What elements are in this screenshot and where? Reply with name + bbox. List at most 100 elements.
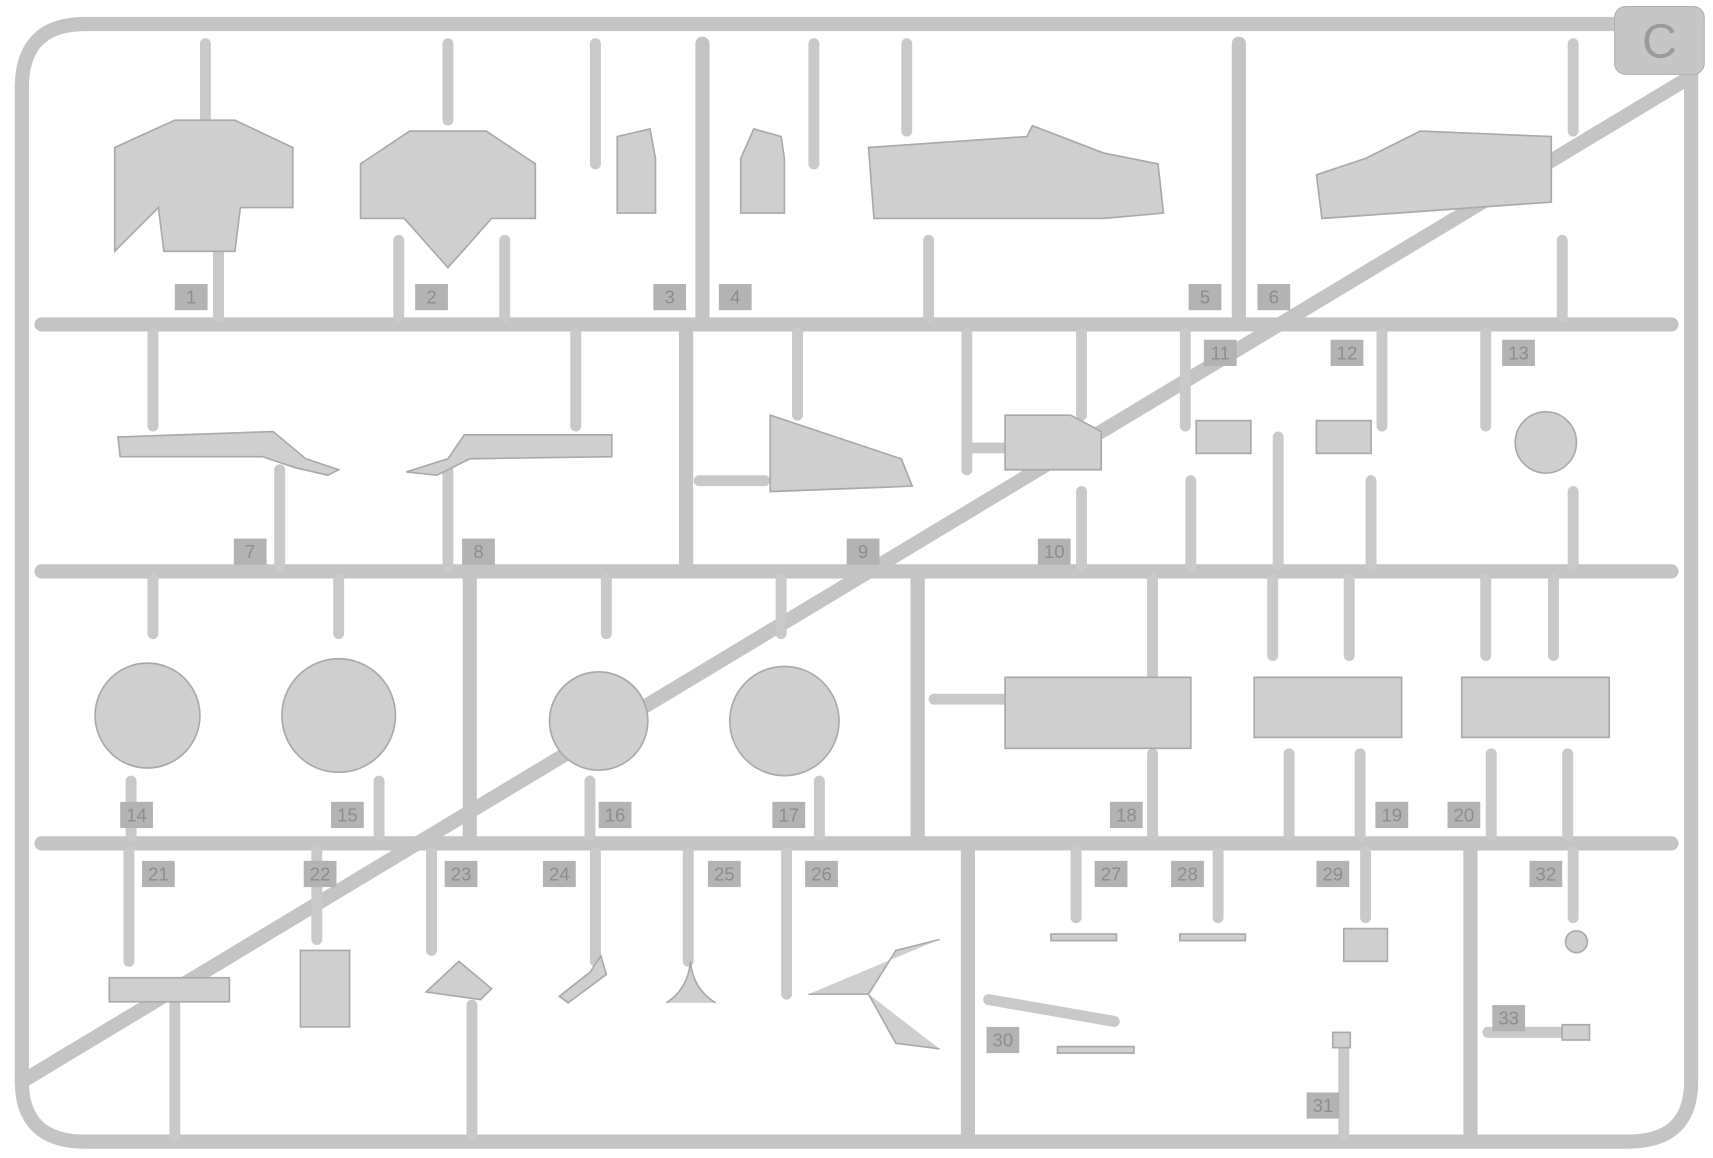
sprue-letter: C bbox=[1642, 15, 1677, 69]
letter-tab: C bbox=[1614, 6, 1705, 75]
filter-13 bbox=[1514, 411, 1578, 474]
sprue-frame bbox=[14, 16, 1699, 1149]
rod-27 bbox=[1050, 933, 1118, 942]
part-number: 27 bbox=[1101, 863, 1122, 884]
fitting-31 bbox=[1331, 1031, 1352, 1049]
part-number: 12 bbox=[1337, 342, 1358, 363]
linkage-26 bbox=[808, 938, 940, 1050]
part-number: 29 bbox=[1322, 863, 1343, 884]
part-number: 33 bbox=[1498, 1008, 1519, 1029]
pump-23 bbox=[424, 960, 493, 1001]
starter-22 bbox=[299, 949, 351, 1028]
part-number: 19 bbox=[1381, 804, 1402, 825]
rod-30 bbox=[1056, 1045, 1135, 1054]
bell-housing-3 bbox=[616, 127, 657, 214]
part-label-11: 11 bbox=[1203, 339, 1237, 366]
part-number: 11 bbox=[1211, 342, 1230, 363]
cover-18 bbox=[1004, 676, 1192, 750]
part-number: 7 bbox=[245, 541, 255, 562]
part-label-12: 12 bbox=[1330, 339, 1364, 366]
part-label-7: 7 bbox=[233, 538, 267, 565]
part-number: 5 bbox=[1200, 287, 1210, 308]
part-label-15: 15 bbox=[331, 801, 364, 829]
part-label-30: 30 bbox=[986, 1026, 1020, 1054]
bracket-12 bbox=[1315, 419, 1372, 455]
part-number: 31 bbox=[1313, 1095, 1334, 1116]
engine-block-6 bbox=[1315, 130, 1553, 220]
part-number: 32 bbox=[1536, 863, 1557, 884]
part-label-3: 3 bbox=[653, 284, 687, 311]
part-number: 23 bbox=[451, 863, 472, 884]
bracket-11 bbox=[1195, 419, 1252, 455]
manifold-8 bbox=[406, 433, 613, 477]
part-label-9: 9 bbox=[846, 538, 880, 565]
part-label-1: 1 bbox=[174, 284, 208, 311]
piston-29 bbox=[1342, 927, 1389, 963]
part-label-13: 13 bbox=[1502, 339, 1535, 366]
engine-plate-2 bbox=[359, 130, 537, 269]
part-number: 28 bbox=[1177, 863, 1198, 884]
part-number: 18 bbox=[1116, 804, 1137, 825]
part-label-10: 10 bbox=[1037, 538, 1071, 565]
engine-block-5 bbox=[867, 124, 1165, 220]
part-label-23: 23 bbox=[444, 860, 478, 888]
blower-16 bbox=[548, 671, 649, 771]
belt-9 bbox=[769, 413, 914, 493]
part-number: 6 bbox=[1269, 287, 1279, 308]
part-label-17: 17 bbox=[772, 801, 806, 829]
part-number: 3 bbox=[665, 287, 675, 308]
manifold-7 bbox=[117, 430, 341, 477]
engine-plate-1 bbox=[113, 119, 294, 254]
bell-housing-4 bbox=[739, 127, 786, 214]
part-label-5: 5 bbox=[1188, 284, 1222, 311]
part-number: 10 bbox=[1044, 541, 1065, 562]
cylinder-bank-19 bbox=[1253, 676, 1403, 739]
part-number: 16 bbox=[605, 804, 626, 825]
part-label-33: 33 bbox=[1492, 1005, 1526, 1032]
tank-10 bbox=[1004, 414, 1103, 471]
blower-14 bbox=[94, 662, 201, 769]
part-label-21: 21 bbox=[142, 860, 175, 888]
part-number: 22 bbox=[310, 863, 331, 884]
part-number: 26 bbox=[811, 863, 832, 884]
part-label-22: 22 bbox=[303, 860, 337, 888]
fork-25 bbox=[665, 961, 717, 1004]
gear-32 bbox=[1564, 929, 1589, 954]
blower-15 bbox=[281, 657, 397, 774]
part-number: 8 bbox=[473, 541, 483, 562]
part-number: 20 bbox=[1454, 804, 1475, 825]
part-number: 2 bbox=[426, 287, 436, 308]
part-number: 17 bbox=[778, 804, 799, 825]
lever-24 bbox=[558, 953, 608, 1004]
part-number: 24 bbox=[549, 863, 570, 884]
part-label-28: 28 bbox=[1171, 860, 1204, 888]
part-label-25: 25 bbox=[707, 860, 741, 888]
part-label-16: 16 bbox=[598, 801, 632, 829]
cylinder-bank-20 bbox=[1460, 676, 1611, 739]
part-label-18: 18 bbox=[1109, 801, 1143, 829]
part-label-6: 6 bbox=[1257, 284, 1291, 311]
part-number: 9 bbox=[858, 541, 868, 562]
part-number: 13 bbox=[1508, 342, 1529, 363]
rod-28 bbox=[1179, 933, 1247, 942]
part-label-19: 19 bbox=[1375, 801, 1409, 829]
part-number: 21 bbox=[148, 863, 169, 884]
fitting-33 bbox=[1561, 1023, 1591, 1041]
part-number: 14 bbox=[126, 804, 147, 825]
part-label-14: 14 bbox=[120, 801, 153, 829]
blower-17 bbox=[728, 665, 840, 777]
part-label-26: 26 bbox=[805, 860, 838, 888]
part-label-24: 24 bbox=[542, 860, 576, 888]
carburetor-21 bbox=[108, 976, 231, 1003]
part-number: 1 bbox=[186, 287, 196, 308]
part-label-29: 29 bbox=[1316, 860, 1350, 888]
part-label-4: 4 bbox=[718, 284, 752, 311]
parts bbox=[94, 119, 1611, 1054]
part-label-2: 2 bbox=[415, 284, 448, 311]
part-number: 25 bbox=[714, 863, 735, 884]
part-label-31: 31 bbox=[1306, 1092, 1340, 1119]
part-label-8: 8 bbox=[462, 538, 495, 565]
part-number: 15 bbox=[337, 804, 358, 825]
